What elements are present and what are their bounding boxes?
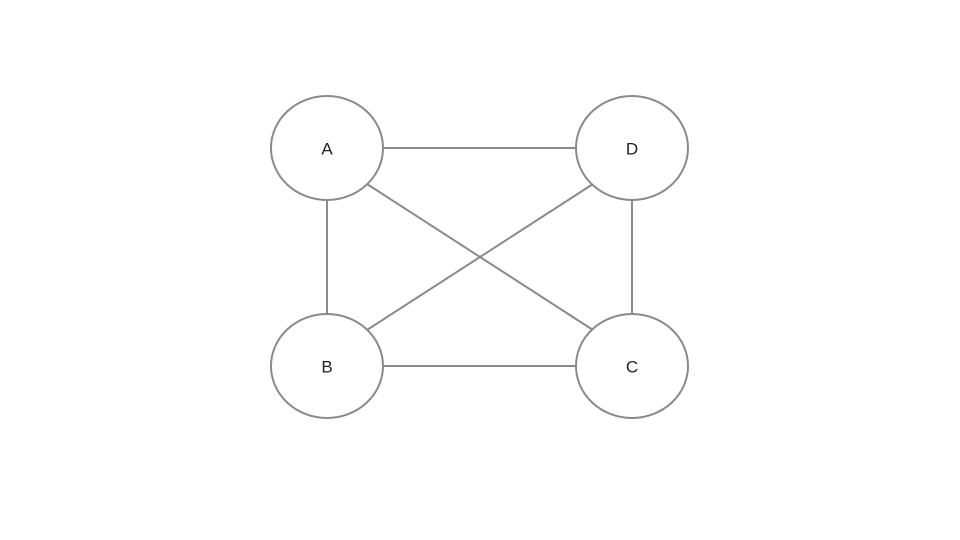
node-b-label: B [321,358,332,377]
node-a-label: A [321,140,333,159]
edges-layer [326,147,633,367]
edge-d-b [366,183,594,331]
nodes-layer: A B C D [270,95,689,419]
node-a[interactable]: A [270,95,384,201]
node-b[interactable]: B [270,313,384,419]
node-c-label: C [626,358,638,377]
node-a-circle [270,95,384,201]
node-c-circle [575,313,689,419]
node-b-circle [270,313,384,419]
node-c[interactable]: C [575,313,689,419]
node-d-circle [575,95,689,201]
node-d-label: D [626,140,638,159]
node-d[interactable]: D [575,95,689,201]
